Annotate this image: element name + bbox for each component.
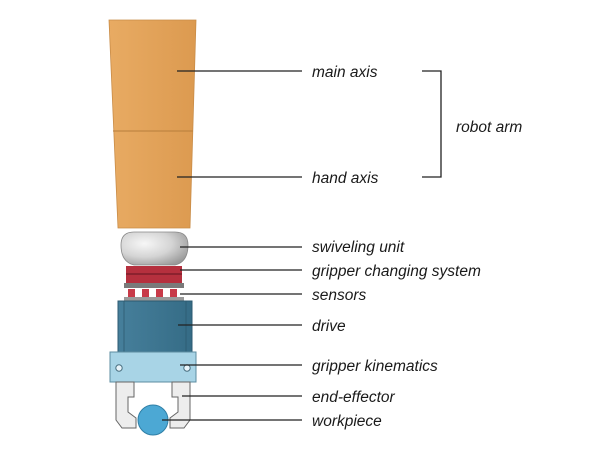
gripper-changing-system xyxy=(126,266,182,284)
kinematics-pivot-right xyxy=(183,364,191,372)
label-sensors: sensors xyxy=(312,287,367,304)
swiveling-unit xyxy=(120,231,189,266)
end-effector-finger-left xyxy=(115,381,137,429)
sensor-block-2 xyxy=(142,289,149,298)
label-workpiece: workpiece xyxy=(312,413,382,430)
label-gripper-changing-system: gripper changing system xyxy=(312,263,481,280)
label-main-axis: main axis xyxy=(312,64,378,81)
robot-arm-body xyxy=(108,19,197,229)
robot-arm-bracket xyxy=(422,70,442,178)
sensor-block-3 xyxy=(156,289,163,298)
label-swiveling-unit: swiveling unit xyxy=(312,239,405,256)
label-end-effector: end-effector xyxy=(312,389,396,406)
label-drive: drive xyxy=(312,318,346,335)
kinematics-pivot-left xyxy=(115,364,123,372)
drive-unit xyxy=(117,300,193,353)
gripper-kinematics xyxy=(109,351,197,383)
sensor-block-4 xyxy=(170,289,177,298)
changer-base-plate xyxy=(124,283,184,288)
sensor-plate xyxy=(124,297,184,301)
label-robot-arm: robot arm xyxy=(456,119,522,136)
label-hand-axis: hand axis xyxy=(312,170,379,187)
end-effector-finger-right xyxy=(169,381,191,429)
leader-lines xyxy=(162,70,302,421)
sensor-block-1 xyxy=(128,289,135,298)
label-gripper-kinematics: gripper kinematics xyxy=(312,358,438,375)
